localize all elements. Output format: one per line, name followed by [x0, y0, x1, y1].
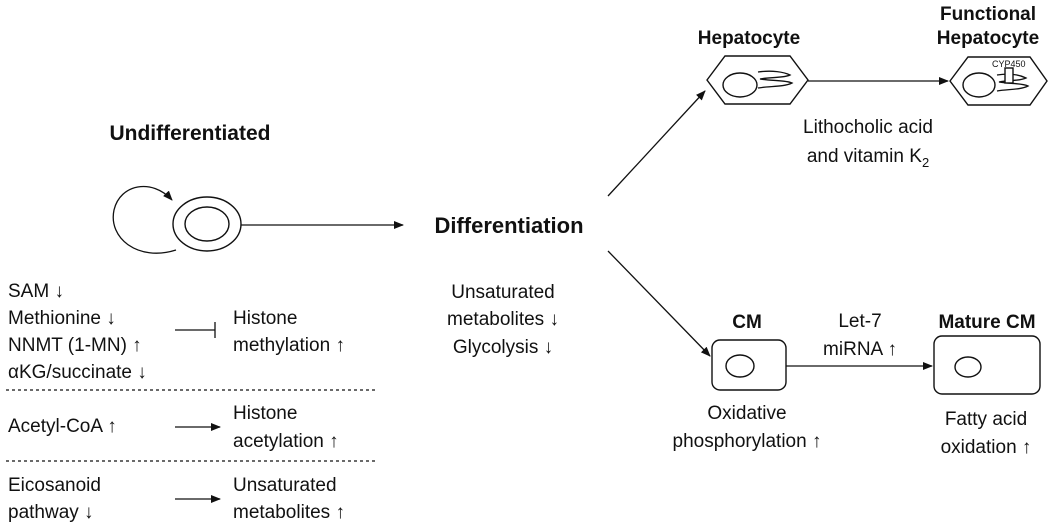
- hepatocyte-driver-line1: Lithocholic acid: [803, 117, 933, 138]
- mature-cm-nucleus: [954, 356, 982, 378]
- methylation-input-3: NNMT (1-MN) ↑: [8, 335, 142, 356]
- methylation-input-4: αKG/succinate ↓: [8, 362, 147, 383]
- functional-hepatocyte-title-line2: Hepatocyte: [937, 28, 1039, 49]
- methylation-input-1: SAM ↓: [8, 281, 64, 302]
- cyp450-label: CYP450: [992, 59, 1026, 69]
- functional-hepatocyte-er-icon: [996, 73, 1030, 92]
- self-renewal-loop-arrow: [112, 185, 177, 254]
- differentiation-note-3: Glycolysis ↓: [453, 337, 553, 358]
- cyp450-enzyme-icon: [1004, 67, 1014, 84]
- cm-title: CM: [732, 312, 762, 333]
- hepatocyte-cell: [706, 55, 809, 105]
- vitamin-k-subscript: 2: [922, 155, 929, 170]
- cm-driver-line1: Let-7: [838, 311, 881, 332]
- differentiation-note-2: metabolites ↓: [447, 309, 559, 330]
- methylation-effect-line2: methylation ↑: [233, 335, 345, 356]
- hepatocyte-er-icon: [757, 70, 794, 89]
- mature-cm-note-line1: Fatty acid: [945, 409, 1027, 430]
- acetylation-effect-line2: acetylation ↑: [233, 431, 339, 452]
- functional-hepatocyte-title-line1: Functional: [940, 4, 1036, 25]
- eicosanoid-input-line1: Eicosanoid: [8, 475, 101, 496]
- methylation-effect-line1: Histone: [233, 308, 297, 329]
- cm-driver-line2: miRNA ↑: [823, 339, 897, 360]
- mature-cm-note-line2: oxidation ↑: [941, 437, 1032, 458]
- eicosanoid-effect-line1: Unsaturated: [233, 475, 337, 496]
- cm-nucleus: [725, 354, 755, 378]
- hepatocyte-driver-line2: and vitamin K2: [807, 146, 929, 170]
- cm-note-line1: Oxidative: [707, 403, 786, 424]
- stem-cell-nucleus: [184, 206, 230, 242]
- mature-cm-title: Mature CM: [938, 312, 1035, 333]
- eicosanoid-input-line2: pathway ↓: [8, 502, 94, 523]
- hepatocyte-nucleus: [722, 72, 758, 98]
- cm-note-line2: phosphorylation ↑: [673, 431, 822, 452]
- differentiation-title: Differentiation: [434, 213, 583, 238]
- eicosanoid-effect-line2: metabolites ↑: [233, 502, 345, 523]
- to-cm-arrow: [607, 250, 711, 357]
- undifferentiated-title: Undifferentiated: [109, 122, 270, 145]
- differentiation-note-1: Unsaturated: [451, 282, 555, 303]
- methylation-input-2: Methionine ↓: [8, 308, 116, 329]
- mature-cm-cell: [933, 335, 1041, 395]
- acetylation-input: Acetyl-CoA ↑: [8, 416, 117, 437]
- to-hepatocyte-arrow: [607, 90, 706, 197]
- functional-hepatocyte-nucleus: [962, 72, 996, 98]
- acetylation-effect-line1: Histone: [233, 403, 297, 424]
- hepatocyte-driver-text: and vitamin K: [807, 146, 922, 167]
- hepatocyte-title: Hepatocyte: [698, 28, 800, 49]
